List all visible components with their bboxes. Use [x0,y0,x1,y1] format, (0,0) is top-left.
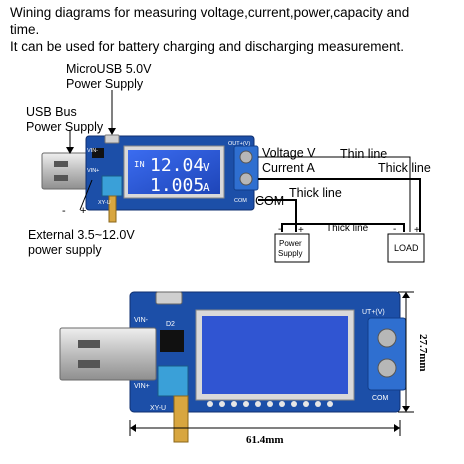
label-current: Current A [262,161,315,175]
top-pot-shaft [108,195,117,223]
top-model-label: XY-U [98,200,111,206]
dim-height-label: 27.7mm [417,334,429,372]
wire-voltage-thin [258,156,411,232]
arrow-microusb [108,128,116,135]
bottom-usb-slot-1 [78,340,100,348]
load-minus-sign: - [393,224,396,235]
header-line-1: Wining diagrams for measuring voltage,cu… [10,5,410,20]
label-thin-line: Thin line [340,147,388,161]
bottom-terminal-screw-1 [377,328,397,348]
top-microusb-port [104,134,120,144]
bottom-potentiometer [157,365,189,397]
label-thick-line-right: Thick line [378,161,431,175]
top-usb-slot-2 [54,175,68,181]
bottom-lcd-pins [207,401,333,407]
top-terminal-screw-1 [239,150,253,164]
power-supply-box-line2: Supply [278,249,302,258]
bottom-pin-vin-minus: VIN- [134,317,149,324]
arrow-usb-bus [66,147,74,154]
top-pin-vin-plus: VIN+ [87,168,99,174]
top-potentiometer [101,175,123,197]
bottom-pin-out: UT+(V) [362,309,385,316]
bottom-model-label: XY-U [150,405,166,412]
ps-plus-sign: + [298,225,304,236]
top-terminal-screw-2 [239,172,253,186]
wire-ps-to-load [281,223,405,232]
dim-arrow-left [130,424,136,432]
top-chip [92,148,104,158]
lcd-current: 1.005 [150,175,204,196]
lcd-voltage-unit: V [203,161,210,174]
label-voltage: Voltage V [262,146,316,160]
callout-external [79,179,93,211]
dim-arrow-down [402,406,410,412]
bottom-microusb-port [155,291,183,305]
lcd-prefix: IN [134,160,145,170]
label-usb-bus-line1: USB Bus [26,105,77,119]
label-com: COM [255,194,285,208]
bottom-lcd-screen [202,316,348,394]
dim-arrow-up [402,292,410,298]
load-plus-sign: + [414,225,420,236]
label-thick-line-bottom: Thick line [326,223,369,234]
wire-current-thick [258,178,421,232]
bottom-board-assembly [59,291,407,443]
bottom-terminal-screw-2 [377,358,397,378]
ps-minus-sign: - [278,224,281,235]
bottom-pin-vin-plus: VIN+ [134,383,150,390]
top-lcd-screen [128,150,220,194]
header-line-3: It can be used for battery charging and … [10,39,404,54]
top-pin-vin-minus: VIN- [87,148,98,154]
dim-width-label: 61.4mm [246,434,284,446]
label-thick-line-mid: Thick line [289,186,342,200]
bottom-usb-slot-2 [78,360,100,368]
load-box [387,233,425,263]
bottom-chip [160,330,184,352]
top-usb-slot-1 [54,161,68,167]
bottom-pin-com: COM [372,395,389,402]
ext-plus-sign: + [80,205,86,217]
bottom-pot-shaft [173,395,189,443]
top-pin-com: COM [234,198,247,204]
top-pin-out: OUT+(V) [228,141,250,147]
label-microusb-line1: MicroUSB 5.0V [66,62,152,76]
dim-arrow-right [394,424,400,432]
ext-minus-sign: - [62,205,66,217]
power-supply-box [274,233,310,263]
label-external-line2: power supply [28,243,102,257]
label-usb-bus-line2: Power Supply [26,120,104,134]
label-external-line1: External 3.5~12.0V [28,228,135,242]
bottom-pin-d2: D2 [166,321,175,328]
load-box-label: LOAD [394,243,419,253]
lcd-current-unit: A [203,181,210,194]
header-text: Wining diagrams for measuring voltage,cu… [10,4,458,55]
wiring [258,156,421,232]
label-microusb-line2: Power Supply [66,77,144,91]
top-board-assembly [41,134,259,223]
wire-com-thick [258,199,297,232]
header-line-2: time. [10,22,40,37]
power-supply-box-line1: Power [279,239,302,248]
bottom-usb-plug [59,327,157,381]
lcd-voltage: 12.04 [150,155,204,176]
